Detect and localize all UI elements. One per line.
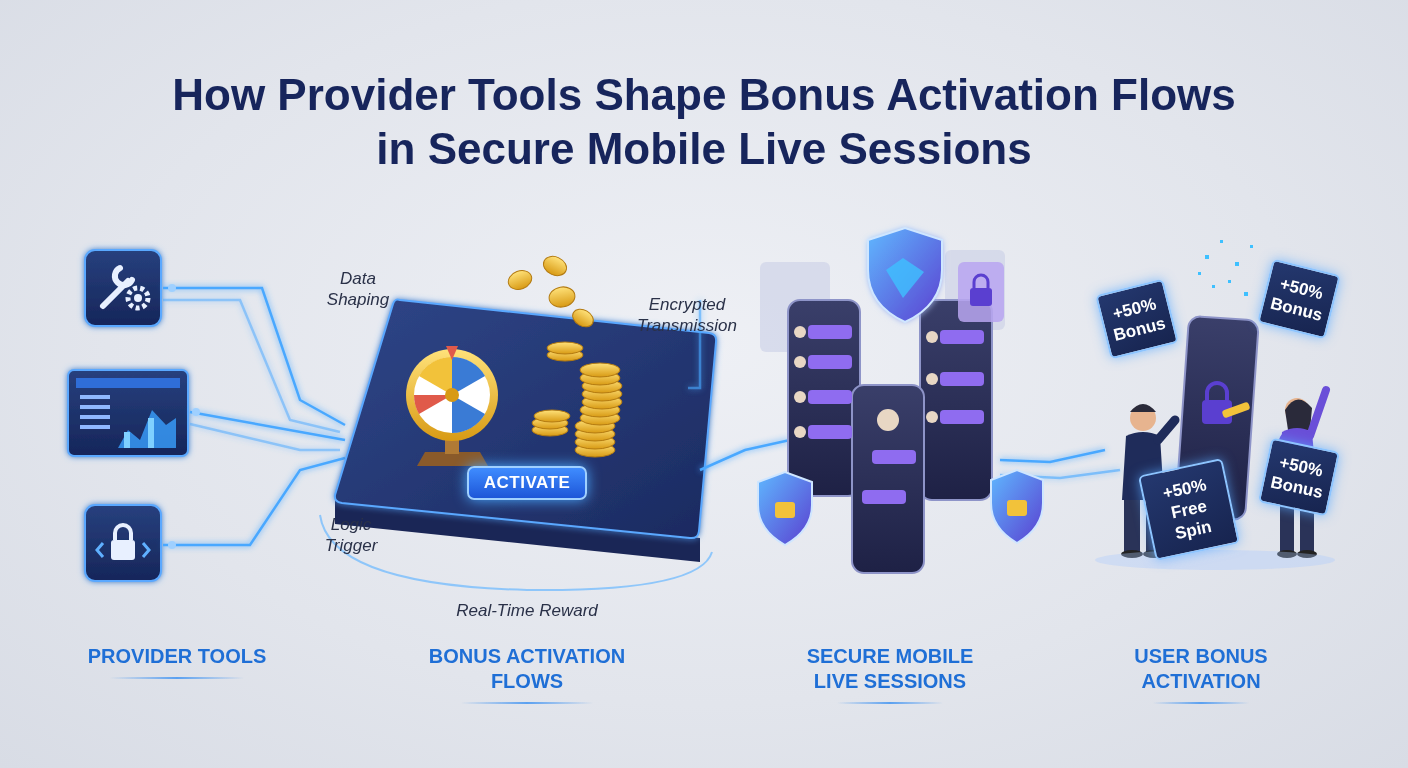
node-text: +50% Bonus bbox=[1106, 292, 1169, 346]
diagram-title: How Provider Tools Shape Bonus Activatio… bbox=[154, 68, 1254, 176]
node-text: +50% Bonus bbox=[1268, 272, 1331, 326]
bonus-tag: +50% Bonus bbox=[1095, 279, 1179, 360]
node-text: +50% Bonus bbox=[1268, 451, 1330, 503]
bonus-tag: +50% Bonus bbox=[1257, 259, 1341, 340]
flow-note: Real-Time Reward bbox=[427, 600, 627, 621]
flow-note: Data Shaping bbox=[322, 268, 394, 310]
column-heading: SECURE MOBILE LIVE SESSIONS bbox=[795, 644, 985, 704]
node-text: ACTIVATE bbox=[475, 473, 579, 493]
column-heading: USER BONUS ACTIVATION bbox=[1116, 644, 1286, 704]
flow-note: Encrypted Transmission bbox=[630, 294, 744, 336]
flow-note: Logic Trigger bbox=[318, 514, 384, 556]
activate-button: ACTIVATE bbox=[467, 466, 587, 500]
bonus-tag: +50% Free Spin bbox=[1138, 458, 1240, 561]
bonus-tag: +50% Bonus bbox=[1258, 437, 1340, 516]
column-heading: BONUS ACTIVATION FLOWS bbox=[410, 644, 644, 704]
column-heading: PROVIDER TOOLS bbox=[57, 644, 297, 679]
node-text: +50% Free Spin bbox=[1148, 471, 1230, 547]
